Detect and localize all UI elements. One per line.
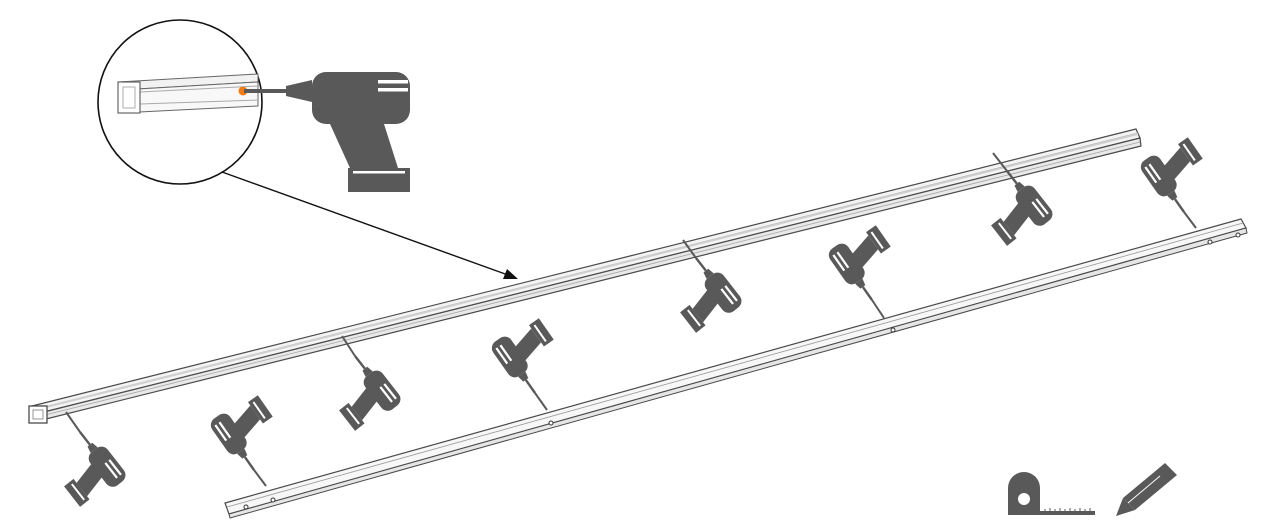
leader-line bbox=[221, 171, 509, 276]
upper-rail bbox=[28, 128, 1142, 424]
power-drill-icon bbox=[970, 152, 1056, 251]
power-drill-icon bbox=[318, 335, 404, 436]
power-drill-icon bbox=[659, 239, 745, 338]
lower-rail bbox=[224, 218, 1248, 519]
tools-required bbox=[1008, 463, 1177, 516]
rail-hole bbox=[243, 504, 249, 510]
drill-point-marker bbox=[238, 86, 248, 96]
rail-hole bbox=[890, 327, 896, 333]
power-drill-icon bbox=[1137, 132, 1222, 229]
power-drill-icon bbox=[488, 313, 573, 411]
power-drill-icon bbox=[207, 390, 292, 487]
tape-measure-icon bbox=[1008, 472, 1095, 515]
rail-end-profile bbox=[117, 73, 259, 114]
detail-callout bbox=[97, 19, 518, 279]
rail-hole bbox=[270, 497, 276, 503]
pencil-icon bbox=[1116, 463, 1177, 516]
power-drill-icon bbox=[825, 220, 910, 319]
rail-hole bbox=[1207, 239, 1213, 245]
rail-hole bbox=[1235, 232, 1241, 238]
power-drill-icon bbox=[43, 411, 129, 512]
rail-hole bbox=[548, 420, 554, 426]
drill-operations bbox=[43, 132, 1222, 512]
leader-arrowhead bbox=[503, 269, 518, 279]
power-drill-icon bbox=[244, 72, 410, 192]
